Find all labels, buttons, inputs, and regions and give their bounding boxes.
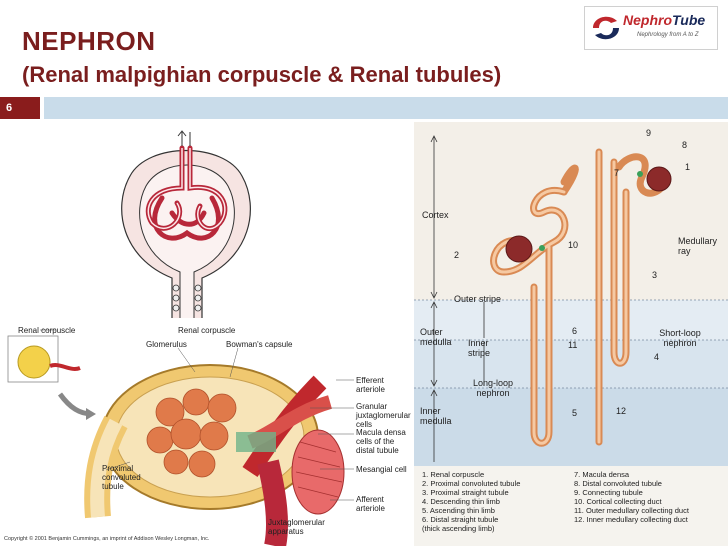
zone-short-loop: Short-loop nephron <box>659 328 701 349</box>
marker-5: 5 <box>572 408 578 418</box>
legend-item: 11. Outer medullary collecting duct <box>574 506 689 515</box>
glomerulus-sketch <box>121 130 251 318</box>
marker-9: 9 <box>646 128 652 138</box>
marker-4: 4 <box>654 352 660 362</box>
legend-item: 7. Macula densa <box>574 470 630 479</box>
legend-item: 10. Cortical collecting duct <box>574 497 662 506</box>
logo-wordmark: NephroTube <box>623 12 705 28</box>
label-renal-corpuscle-top: Renal corpuscle <box>178 326 236 335</box>
zone-outer-stripe: Outer stripe <box>454 294 502 304</box>
label-pct: Proximal convoluted tubule <box>102 464 141 492</box>
legend-item: 4. Descending thin limb <box>422 497 500 506</box>
legend-item: 1. Renal corpuscle <box>422 470 485 479</box>
marker-2: 2 <box>454 250 460 260</box>
legend-item: 5. Ascending thin limb <box>422 506 495 515</box>
marker-11: 11 <box>568 340 578 350</box>
nephron-panel: Cortex Outer stripe Outer medulla Inner … <box>414 122 728 546</box>
legend-item: 9. Connecting tubule <box>574 488 643 497</box>
legend-item: 12. Inner medullary collecting duct <box>574 515 688 524</box>
slide-subtitle: (Renal malpighian corpuscle & Renal tubu… <box>22 62 502 87</box>
zone-long-loop: Long-loop nephron <box>472 378 514 399</box>
marker-8: 8 <box>682 140 688 150</box>
corpuscle-panel: Renal corpuscle Renal corpuscle Glomerul… <box>0 322 414 546</box>
zone-medullary-ray: Medullary ray <box>678 236 718 257</box>
zone-cortex: Cortex <box>422 210 449 220</box>
legend-item: 8. Distal convoluted tubule <box>574 479 662 488</box>
marker-12: 12 <box>616 406 627 416</box>
label-macula-densa: Macula densa cells of the distal tubule <box>356 428 406 456</box>
legend-item: (thick ascending limb) <box>422 524 495 533</box>
logo-tagline: Nephrology from A to Z <box>637 32 699 38</box>
legend-item: 2. Proximal convoluted tubule <box>422 479 521 488</box>
copyright-note: Copyright © 2001 Benjamin Cummings, an i… <box>4 536 210 542</box>
legend-item: 6. Distal straight tubule <box>422 515 499 524</box>
marker-6: 6 <box>572 326 578 336</box>
marker-10: 10 <box>568 240 579 250</box>
corpuscle-illustration <box>7 329 354 546</box>
label-jg-apparatus: Juxtaglomerular apparatus <box>268 518 325 537</box>
marker-3: 3 <box>652 270 658 280</box>
nephron-illustration <box>414 122 728 546</box>
slide-title: NEPHRON <box>22 26 156 56</box>
logo-brand-a: Nephro <box>623 12 672 28</box>
logo-swirl-icon <box>593 16 619 40</box>
zone-inner-medulla: Inner medulla <box>420 406 452 427</box>
logo-brand-b: Tube <box>672 12 706 28</box>
legend-left: 1. Renal corpuscle 2. Proximal convolute… <box>422 470 520 533</box>
slide-number: 6 <box>0 97 40 119</box>
label-mesangial-cell: Mesangial cell <box>356 465 407 474</box>
marker-1: 1 <box>685 162 691 172</box>
legend-right: 7. Macula densa 8. Distal convoluted tub… <box>574 470 689 524</box>
legend-item: 3. Proximal straight tubule <box>422 488 509 497</box>
label-efferent-arteriole: Efferent arteriole <box>356 376 385 395</box>
zone-inner-stripe: Inner stripe <box>468 338 491 359</box>
zone-outer-medulla: Outer medulla <box>420 327 452 348</box>
label-glomerulus: Glomerulus <box>146 340 187 349</box>
label-bowmans-capsule: Bowman's capsule <box>226 340 293 349</box>
label-afferent-arteriole: Afferent arteriole <box>356 495 385 514</box>
label-granular-jg-cells: Granular juxtaglomerular cells <box>356 402 411 430</box>
label-renal-corpuscle-left: Renal corpuscle <box>18 326 76 335</box>
nephrotube-logo: NephroTube Nephrology from A to Z <box>584 6 718 50</box>
title-bar <box>44 97 728 119</box>
marker-7: 7 <box>614 168 620 178</box>
